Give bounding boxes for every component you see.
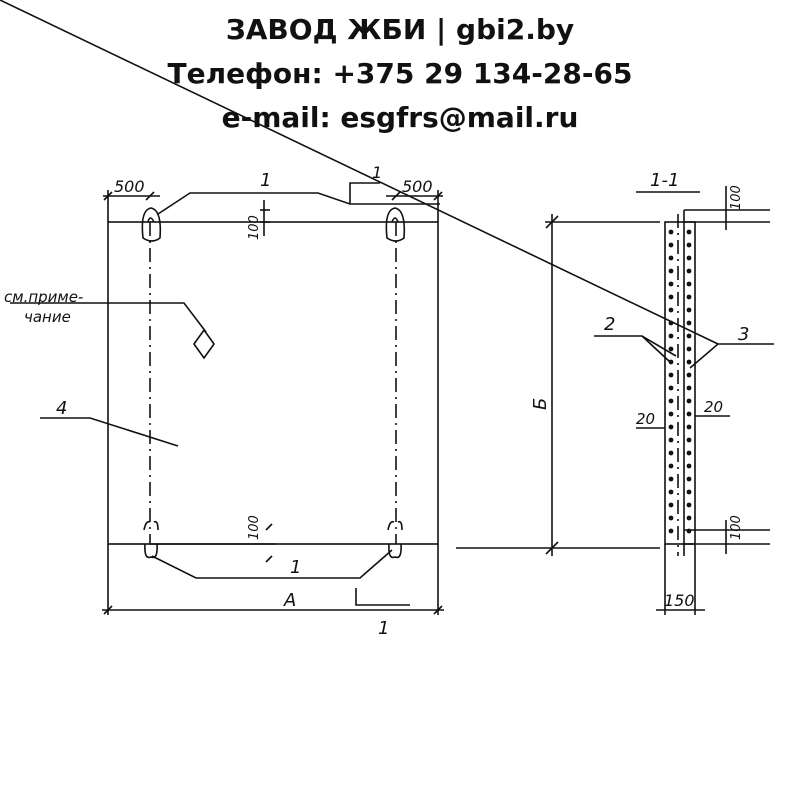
dim-height-b: Б	[530, 398, 551, 410]
rebar-dot	[668, 294, 674, 300]
rebar-dot	[668, 346, 674, 352]
rebar-dot	[686, 515, 692, 521]
dim-500-left: 500	[114, 177, 145, 196]
loop-bottom-left	[143, 520, 159, 531]
label-1-bottom: 1	[290, 557, 301, 578]
rebar-dot	[686, 489, 692, 495]
rebar-dot	[668, 333, 674, 339]
label-1-top: 1	[260, 170, 271, 191]
dim-width-a: A	[283, 590, 296, 611]
rebar-dot	[668, 359, 674, 365]
loop-bottom-right	[387, 520, 403, 531]
rebar-dot	[686, 450, 692, 456]
dim-100-top: 100	[247, 215, 262, 240]
rebar-dot	[686, 437, 692, 443]
rebar-dot	[686, 281, 692, 287]
rebar-dot	[668, 372, 674, 378]
section-dim-20-left: 20	[636, 410, 655, 428]
rebar-dot	[686, 372, 692, 378]
panel-outline	[107, 221, 439, 545]
rebar-dot	[686, 255, 692, 261]
section-title: 1-1	[650, 170, 679, 191]
rebar-dot	[668, 255, 674, 261]
rebar-dot	[668, 528, 674, 534]
dim-100-bottom: 100	[247, 515, 262, 540]
rebar-dot	[668, 398, 674, 404]
rebar-dot	[686, 359, 692, 365]
rebar-dot	[668, 450, 674, 456]
rebar-dot	[686, 528, 692, 534]
rebar-dots	[668, 229, 692, 534]
rebar-dot	[686, 346, 692, 352]
dim-500-right: 500	[402, 177, 433, 196]
note-diamond	[193, 328, 215, 360]
rebar-dot	[686, 294, 692, 300]
section-outline	[664, 221, 696, 545]
rebar-dot	[686, 268, 692, 274]
header-email: e-mail: esgfrs@mail.ru	[221, 101, 579, 134]
rebar-dot	[686, 502, 692, 508]
part-4-label: 4	[56, 398, 67, 419]
rebar-dot	[668, 411, 674, 417]
rebar-dot	[668, 489, 674, 495]
note-line-1: см.приме-	[4, 288, 83, 306]
cut-mark-bottom-label: 1	[378, 618, 389, 639]
rebar-dot	[686, 320, 692, 326]
rebar-dot	[668, 268, 674, 274]
loop-top-left	[141, 207, 162, 242]
rebar-dot	[686, 242, 692, 248]
section-dim-150: 150	[664, 591, 695, 610]
loop-top-right	[385, 207, 406, 242]
header-title: ЗАВОД ЖБИ | gbi2.by	[225, 13, 575, 46]
section-dim-100-bottom: 100	[729, 515, 744, 540]
rebar-dot	[668, 307, 674, 313]
rebar-dot	[668, 320, 674, 326]
section-label-2: 2	[604, 314, 615, 335]
rebar-dot	[686, 229, 692, 235]
rebar-dot	[668, 424, 674, 430]
rebar-dot	[668, 385, 674, 391]
rebar-dot	[668, 229, 674, 235]
rebar-dot	[686, 398, 692, 404]
cut-mark-top-label: 1	[372, 163, 382, 182]
section-label-3: 3	[738, 324, 749, 345]
rebar-dot	[668, 242, 674, 248]
rebar-dot	[668, 476, 674, 482]
rebar-dot	[686, 476, 692, 482]
rebar-dot	[686, 411, 692, 417]
rebar-dot	[668, 281, 674, 287]
rebar-dot	[668, 463, 674, 469]
note-line-2: чание	[24, 308, 71, 326]
section-dim-100-top: 100	[729, 185, 744, 210]
rebar-dot	[686, 463, 692, 469]
rebar-dot	[686, 333, 692, 339]
rebar-dot	[686, 385, 692, 391]
header: ЗАВОД ЖБИ | gbi2.by Телефон: +375 29 134…	[0, 8, 800, 140]
section-dim-20-right: 20	[704, 398, 723, 416]
rebar-dot	[686, 307, 692, 313]
rebar-dot	[668, 437, 674, 443]
rebar-dot	[686, 424, 692, 430]
rebar-dot	[668, 515, 674, 521]
header-phone: Телефон: +375 29 134-28-65	[167, 57, 633, 90]
rebar-dot	[668, 502, 674, 508]
